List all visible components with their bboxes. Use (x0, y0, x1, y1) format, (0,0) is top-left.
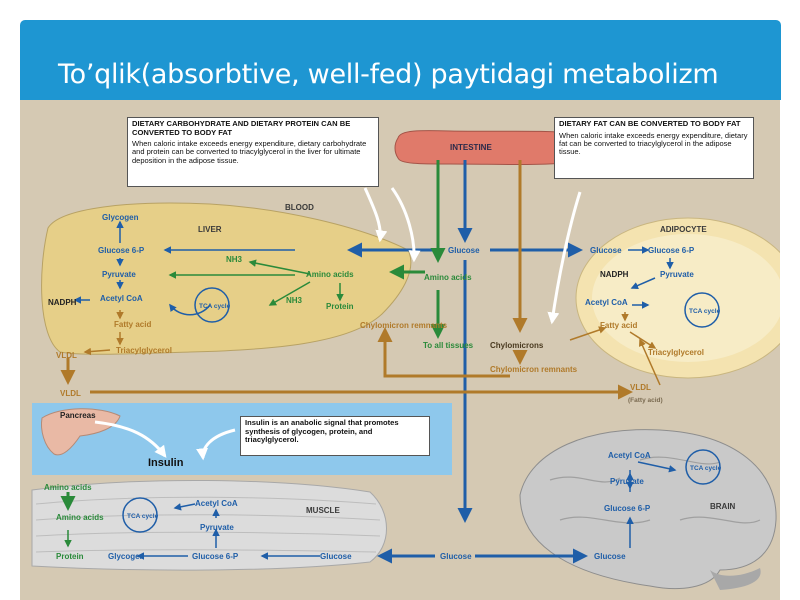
adipocyte-label: ADIPOCYTE (660, 225, 707, 234)
callout-arrow-carb-2 (390, 187, 421, 263)
slide-header (20, 20, 781, 100)
muscle-glucose: Glucose (320, 552, 352, 561)
adipocyte-tca-label: TCA cycle (689, 308, 721, 315)
brain-tca-label: TCA cycle (690, 465, 722, 472)
adipocyte-fattyacid: Fatty acid (600, 321, 637, 330)
brain-acetylcoa: Acetyl CoA (608, 451, 651, 460)
liver-protein: Protein (326, 302, 354, 311)
pancreas-label: Pancreas (60, 411, 96, 420)
muscle-protein: Protein (56, 552, 84, 561)
center-chylomicrons: Chylomicrons (490, 341, 544, 350)
callout-fat-body: When caloric intake exceeds energy expen… (559, 130, 748, 157)
muscle-glycogen: Glycogen (108, 552, 145, 561)
brain-tca-cycle (685, 449, 721, 485)
liver-shape (41, 202, 412, 355)
liver-glycogen: Glycogen (102, 213, 139, 222)
liver-nh3-a: NH3 (226, 255, 243, 264)
pancreas-shape (41, 408, 121, 456)
muscle-acetylcoa: Acetyl CoA (195, 499, 238, 508)
center-glucose: Glucose (448, 246, 480, 255)
liver-pyruvate: Pyruvate (102, 270, 136, 279)
adipocyte-pyruvate: Pyruvate (660, 270, 694, 279)
adipocyte-glucose: Glucose (590, 246, 622, 255)
adipocyte-glucose6p: Glucose 6-P (648, 246, 695, 255)
brain-label: BRAIN (710, 502, 736, 511)
liver-tca-label: TCA cycle (199, 303, 231, 310)
liver-acetylcoa: Acetyl CoA (100, 294, 143, 303)
callout-fat: DIETARY FAT CAN BE CONVERTED TO BODY FAT… (554, 117, 754, 179)
liver-fattyacid: Fatty acid (114, 320, 151, 329)
bottom-glucose: Glucose (440, 552, 472, 561)
intestine-label: INTESTINE (450, 143, 492, 152)
callout-insulin: Insulin is an anabolic signal that promo… (240, 416, 430, 456)
blood-label: BLOOD (285, 203, 314, 212)
adipocyte-tag: Triacylglycerol (648, 348, 704, 357)
liver-aminoacids: Amino acids (306, 270, 354, 279)
callout-carbohydrate-body: When caloric intake exceeds energy expen… (132, 139, 367, 165)
callout-fat-heading: DIETARY FAT CAN BE CONVERTED TO BODY FAT (559, 119, 741, 128)
adipocyte-acetylcoa: Acetyl CoA (585, 298, 628, 307)
adipocyte-tca-cycle (684, 292, 720, 328)
liver-tag: Triacylglycerol (116, 346, 172, 355)
vldl-left-label: VLDL (60, 389, 81, 398)
callout-carbohydrate-heading: DIETARY CARBOHYDRATE AND DIETARY PROTEIN… (132, 119, 351, 137)
liver-nh3-b: NH3 (286, 296, 303, 305)
center-aminoacids: Amino acids (424, 273, 472, 282)
muscle-tca-label: TCA cycle (127, 513, 159, 520)
center-remnants: Chylomicron remnants (490, 365, 578, 374)
insulin-label: Insulin (148, 457, 184, 469)
center-chylomicron-remnants-liver: Chylomicron remnants (360, 321, 448, 330)
callout-arrow-carb-1 (363, 187, 388, 243)
center-toalltissues: To all tissues (423, 341, 474, 350)
muscle-aminoacids-inner: Amino acids (56, 513, 104, 522)
liver-tca-cycle (194, 287, 230, 323)
brain-glucose6p: Glucose 6-P (604, 504, 651, 513)
muscle-pyruvate: Pyruvate (200, 523, 234, 532)
liver-vldl: VLDL (56, 351, 77, 360)
callout-arrow-fat (547, 191, 582, 325)
muscle-glucose6p: Glucose 6-P (192, 552, 239, 561)
slide-title: To’qlik(absorbtive, well-fed) paytidagi … (58, 59, 719, 90)
brain-glucose: Glucose (594, 552, 626, 561)
pancreas-insulin-arrow (94, 420, 167, 458)
muscle-label: MUSCLE (306, 506, 340, 515)
callout-arrow-insulin (196, 428, 236, 461)
adipocyte-fat-droplet (592, 234, 780, 362)
muscle-aminoacids-top: Amino acids (44, 483, 92, 492)
center-vldl: VLDL (630, 383, 651, 392)
muscle-tca-cycle (122, 497, 158, 533)
liver-nadph: NADPH (48, 298, 77, 307)
liver-glucose6p: Glucose 6-P (98, 246, 145, 255)
muscle-shape (31, 479, 387, 571)
adipocyte-nadph: NADPH (600, 270, 629, 279)
arrow-chylomicron-remnants-to-liver (377, 327, 510, 378)
adipocyte-vldl-sub: (Fatty acid) (628, 397, 663, 404)
brain-pyruvate: Pyruvate (610, 477, 644, 486)
liver-label: LIVER (198, 225, 222, 234)
callout-insulin-text: Insulin is an anabolic signal that promo… (245, 418, 399, 444)
callout-carbohydrate: DIETARY CARBOHYDRATE AND DIETARY PROTEIN… (127, 117, 379, 187)
